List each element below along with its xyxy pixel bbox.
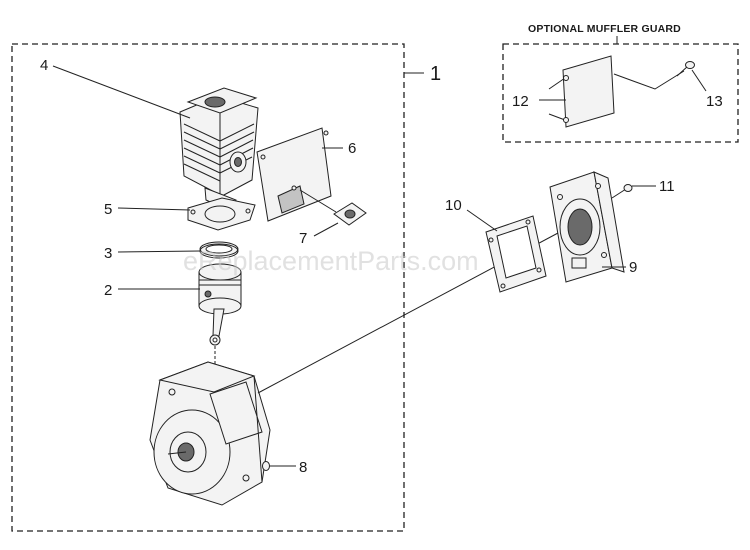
callout-10: 10 [445, 197, 462, 214]
callout-3: 3 [104, 245, 112, 262]
muffler [549, 171, 625, 283]
callout-11: 11 [659, 178, 675, 195]
callout-13: 13 [706, 93, 723, 110]
leader-10 [466, 209, 498, 232]
callout-8: 8 [299, 459, 307, 476]
piston-ring [199, 241, 239, 259]
leader-7 [313, 222, 339, 237]
guard-screw-connector [613, 70, 685, 90]
leader-7-connector [299, 189, 337, 213]
crankcase [149, 346, 271, 506]
small-gasket [333, 202, 367, 226]
callout-4: 4 [40, 57, 48, 74]
heat-shield-plate [256, 127, 332, 222]
callout-9: 9 [629, 259, 637, 276]
cylinder [179, 87, 259, 213]
muffler-screw [611, 184, 633, 199]
leader-4 [52, 65, 191, 119]
optional-guard-title: OPTIONAL MUFFLER GUARD [528, 23, 681, 35]
callout-5: 5 [104, 201, 112, 218]
guard-screw [676, 61, 695, 77]
assembly-box [11, 43, 405, 532]
assembly-label: 1 [430, 63, 441, 85]
optional-guard-box [502, 43, 739, 143]
leader-13 [691, 69, 707, 92]
callout-6: 6 [348, 140, 356, 157]
piston [198, 263, 242, 346]
leader-5 [117, 207, 191, 211]
muffler-gasket [485, 215, 547, 293]
callout-2: 2 [104, 282, 112, 299]
muffler-guard-plate [548, 55, 615, 128]
watermark: eReplacementParts.com [183, 246, 479, 276]
callout-12: 12 [512, 93, 529, 110]
base-gasket [187, 197, 256, 231]
leader-3 [117, 250, 201, 253]
callout-7: 7 [299, 230, 307, 247]
